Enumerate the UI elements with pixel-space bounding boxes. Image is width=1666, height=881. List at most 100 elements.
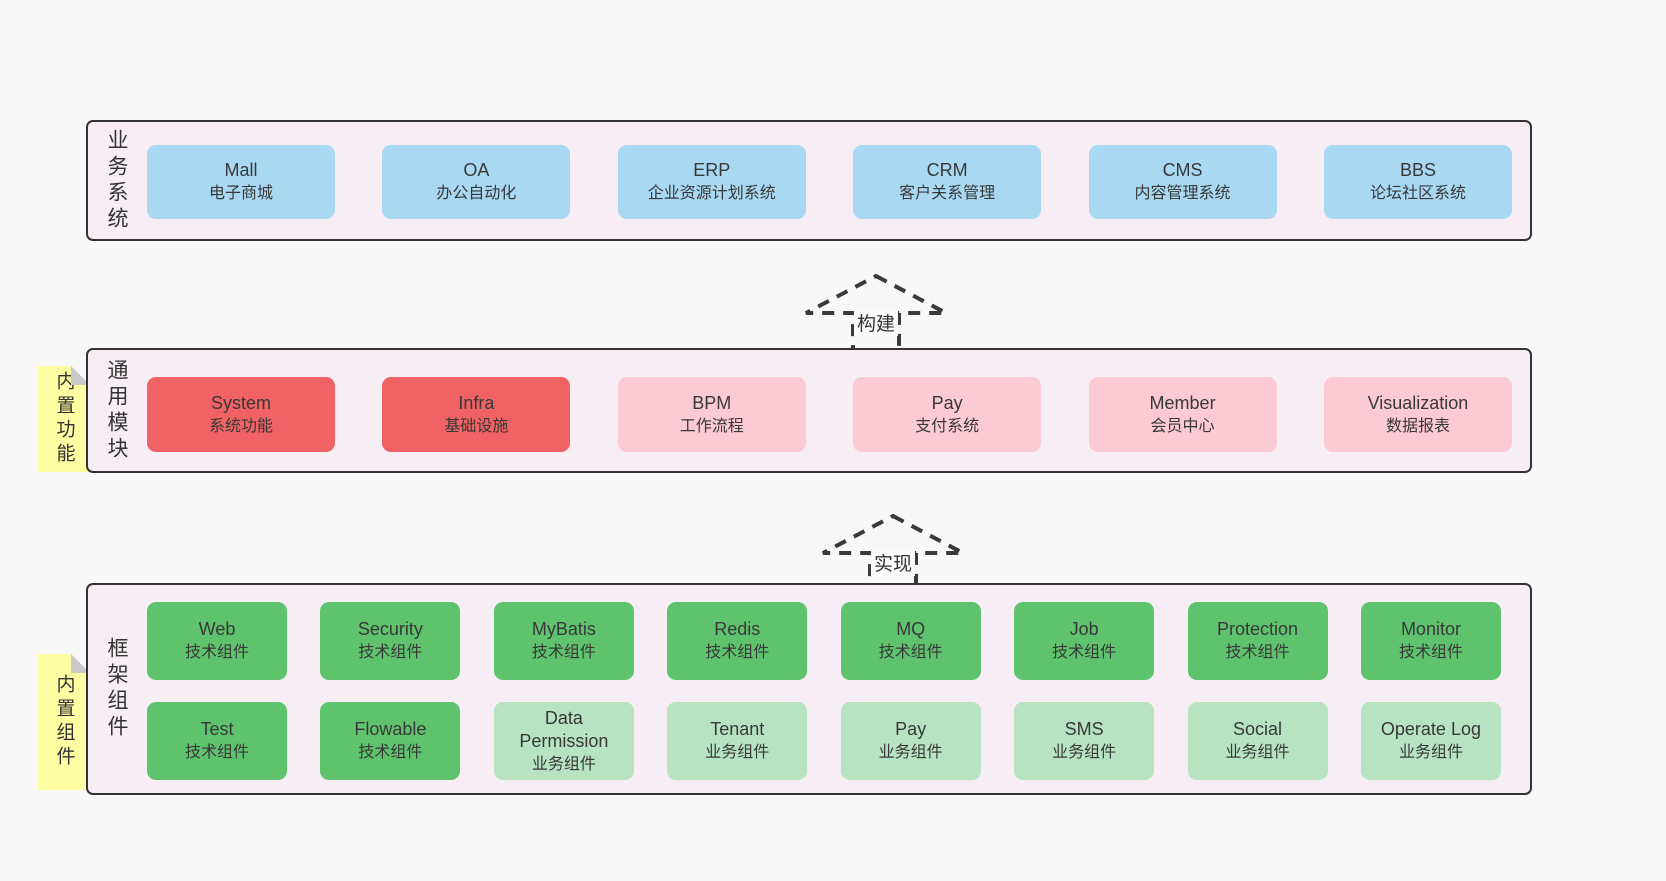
box-subtitle: 数据报表 [1385, 417, 1450, 435]
box-bbs: BBS 论坛社区系统 [1323, 145, 1512, 219]
box-title: Visualization [1367, 392, 1469, 413]
box-redis: Redis 技术组件 [667, 602, 808, 680]
up-arrow-build: 构建 [801, 272, 951, 358]
box-title: Web [198, 619, 236, 639]
box-tenant: Tenant 业务组件 [667, 702, 808, 780]
box-title: ERP [693, 160, 731, 180]
box-subtitle: 系统功能 [208, 417, 273, 435]
layer-label: 通用模块 [105, 358, 128, 463]
layer-business-systems: 业务系统 Mall 电子商城 OA 办公自动化 ERP 企业资源计划系统 CRM… [86, 120, 1532, 241]
box-subtitle: 技术组件 [878, 644, 943, 661]
box-subtitle: 技术组件 [1398, 644, 1463, 661]
box-web: Web 技术组件 [147, 602, 287, 680]
box-bpm: BPM 工作流程 [617, 377, 806, 452]
box-title: MQ [896, 619, 926, 639]
box-erp: ERP 企业资源计划系统 [617, 145, 806, 219]
layer-common-modules: 通用模块 System 系统功能 Infra 基础设施 BPM 工作流程 Pay… [86, 348, 1532, 473]
business-box-row: Mall 电子商城 OA 办公自动化 ERP 企业资源计划系统 CRM 客户关系… [147, 145, 1512, 219]
box-data-permission: Data Permission 业务组件 [493, 702, 634, 780]
box-subtitle: 电子商城 [208, 185, 273, 202]
folded-corner-icon [71, 654, 90, 673]
box-title: Member [1149, 392, 1216, 413]
box-title: Pay [931, 392, 963, 413]
box-crm: CRM 客户关系管理 [853, 145, 1042, 219]
box-subtitle: 技术组件 [358, 744, 423, 761]
box-sms: SMS 业务组件 [1014, 702, 1155, 780]
box-title: Social [1233, 719, 1283, 739]
box-subtitle: 支付系统 [915, 417, 980, 435]
box-subtitle: 技术组件 [1225, 644, 1290, 661]
box-subtitle: 技术组件 [531, 644, 596, 661]
box-subtitle: 会员中心 [1150, 417, 1215, 435]
box-title: Protection [1217, 619, 1299, 639]
box-title: Redis [714, 619, 761, 639]
box-subtitle: 技术组件 [358, 644, 423, 661]
arrow-label: 实现 [870, 549, 916, 576]
box-subtitle: 业务组件 [1398, 744, 1463, 761]
component-box-row-1: Web 技术组件 Security 技术组件 MyBatis 技术组件 Redi… [147, 602, 1501, 680]
sticky-note-built-in-features: 内置功能 [38, 366, 90, 472]
box-title: OA [463, 160, 490, 180]
box-visualization: Visualization 数据报表 [1323, 377, 1512, 452]
layer-label: 框架组件 [105, 637, 128, 741]
box-title: CMS [1162, 160, 1203, 180]
box-subtitle: 技术组件 [184, 644, 249, 661]
component-box-row-2: Test 技术组件 Flowable 技术组件 Data Permission … [147, 702, 1501, 780]
module-box-row: System 系统功能 Infra 基础设施 BPM 工作流程 Pay 支付系统… [147, 377, 1512, 452]
box-operate-log: Operate Log 业务组件 [1360, 702, 1501, 780]
box-social: Social 业务组件 [1187, 702, 1328, 780]
box-title: BPM [692, 392, 732, 413]
folded-corner-icon [71, 366, 90, 385]
box-subtitle: 业务组件 [878, 744, 943, 761]
box-cms: CMS 内容管理系统 [1088, 145, 1277, 219]
box-subtitle: 基础设施 [444, 417, 509, 435]
box-monitor: Monitor 技术组件 [1360, 602, 1501, 680]
box-oa: OA 办公自动化 [382, 145, 571, 219]
box-flowable: Flowable 技术组件 [320, 702, 461, 780]
box-title: SMS [1064, 719, 1104, 739]
box-subtitle: 客户关系管理 [899, 185, 996, 202]
box-mybatis: MyBatis 技术组件 [493, 602, 634, 680]
box-member: Member 会员中心 [1088, 377, 1277, 452]
box-infra: Infra 基础设施 [382, 377, 571, 452]
box-test: Test 技术组件 [147, 702, 287, 780]
box-mq: MQ 技术组件 [840, 602, 981, 680]
box-title: Flowable [354, 719, 427, 739]
box-mall: Mall 电子商城 [147, 145, 335, 219]
box-title: MyBatis [531, 619, 596, 639]
box-title: BBS [1399, 160, 1436, 180]
box-title: Tenant [710, 719, 765, 739]
box-title: Test [200, 719, 234, 739]
box-title: Data Permission [519, 707, 609, 751]
arrow-label: 构建 [853, 309, 899, 336]
layer-framework-components: 框架组件 Web 技术组件 Security 技术组件 MyBatis 技术组件… [86, 583, 1532, 795]
box-title: Security [357, 619, 423, 639]
box-subtitle: 技术组件 [184, 744, 249, 761]
box-subtitle: 技术组件 [1052, 644, 1117, 661]
box-pay-component: Pay 业务组件 [840, 702, 981, 780]
box-system: System 系统功能 [147, 377, 335, 452]
box-security: Security 技术组件 [320, 602, 461, 680]
box-title: Mall [224, 160, 258, 180]
box-subtitle: 工作流程 [679, 417, 744, 435]
box-title: Operate Log [1380, 719, 1481, 739]
box-title: Pay [895, 719, 927, 739]
box-subtitle: 业务组件 [531, 755, 596, 773]
box-subtitle: 业务组件 [1225, 744, 1290, 761]
box-title: System [210, 392, 271, 413]
box-protection: Protection 技术组件 [1187, 602, 1328, 680]
box-subtitle: 业务组件 [705, 744, 770, 761]
sticky-note-label: 内置功能 [53, 371, 75, 467]
box-subtitle: 办公自动化 [436, 185, 517, 202]
box-title: Infra [458, 392, 495, 413]
box-subtitle: 企业资源计划系统 [647, 185, 776, 202]
box-subtitle: 业务组件 [1052, 744, 1117, 761]
box-job: Job 技术组件 [1014, 602, 1155, 680]
sticky-note-label: 内置组件 [53, 674, 75, 770]
box-subtitle: 技术组件 [705, 644, 770, 661]
box-subtitle: 内容管理系统 [1134, 185, 1231, 202]
box-pay-system: Pay 支付系统 [853, 377, 1042, 452]
box-subtitle: 论坛社区系统 [1369, 185, 1466, 202]
box-title: CRM [926, 160, 968, 180]
